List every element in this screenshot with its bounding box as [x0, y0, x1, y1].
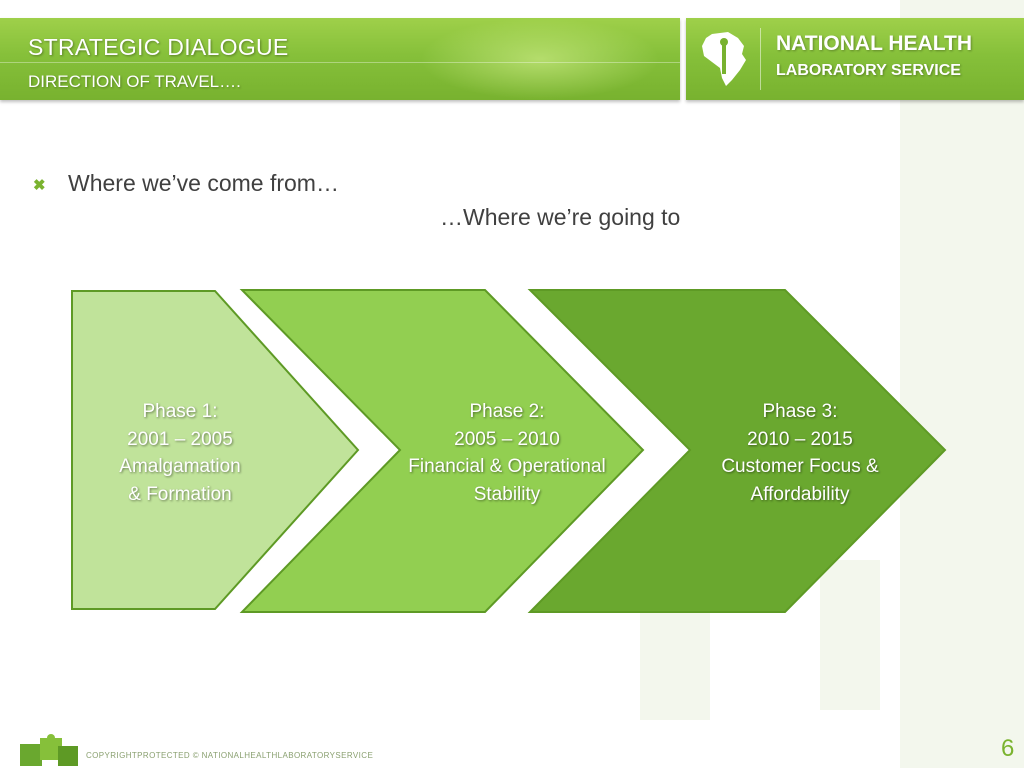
phase-2-years: 2005 – 2010 [454, 428, 560, 450]
phase-1-desc-line2: & Formation [128, 483, 232, 505]
header-divider [0, 62, 680, 63]
logo-separator [760, 28, 761, 90]
phase-3-desc-line2: Affordability [750, 483, 850, 505]
slide-title: STRATEGIC DIALOGUE [28, 34, 289, 60]
dna-helix-decoration [420, 18, 660, 100]
phase-chevron-diagram [71, 289, 947, 613]
phase-2-desc-line1: Financial & Operational [408, 456, 606, 477]
puzzle-logo-icon [20, 734, 78, 766]
phase-2-label: Phase 2: 2005 – 2010 Financial & Operati… [387, 398, 627, 508]
africa-map-logo-icon [702, 32, 746, 86]
organization-banner: NATIONAL HEALTH LABORATORY SERVICE [686, 18, 1024, 100]
phase-2-chevron [239, 289, 645, 613]
page-number: 6 [1001, 735, 1015, 762]
phase-2-title: Phase 2: [469, 401, 545, 422]
org-name-line1: NATIONAL HEALTH [776, 32, 972, 55]
phase-1-chevron [71, 290, 360, 610]
phase-1-years: 2001 – 2005 [127, 428, 233, 450]
phase-1-label: Phase 1: 2001 – 2005 Amalgamation & Form… [90, 398, 270, 508]
slide-subtitle: DIRECTION OF TRAVEL…. [28, 72, 241, 91]
phase-2-desc-line2: Stability [473, 483, 541, 505]
phase-3-chevron [527, 289, 947, 613]
bullet-cross-icon: ✖ [33, 177, 46, 194]
phase-1-title: Phase 1: [142, 401, 218, 422]
header-banner: STRATEGIC DIALOGUE DIRECTION OF TRAVEL…. [0, 18, 680, 100]
phase-3-years: 2010 – 2015 [747, 428, 853, 450]
phase-3-label: Phase 3: 2010 – 2015 Customer Focus & Af… [690, 398, 910, 508]
phase-3-title: Phase 3: [762, 401, 838, 422]
background-decoration [900, 0, 1024, 768]
background-decoration [820, 560, 880, 710]
bullet-subline: …Where we’re going to [440, 204, 681, 230]
phase-1-desc-line1: Amalgamation [119, 456, 241, 477]
bullet-text: Where we’ve come from… [68, 170, 339, 196]
org-name-line2: LABORATORY SERVICE [776, 62, 961, 79]
copyright-notice: COPYRIGHTPROTECTED © NATIONALHEALTHLABOR… [86, 751, 374, 760]
phase-3-desc-line1: Customer Focus & [721, 456, 879, 477]
